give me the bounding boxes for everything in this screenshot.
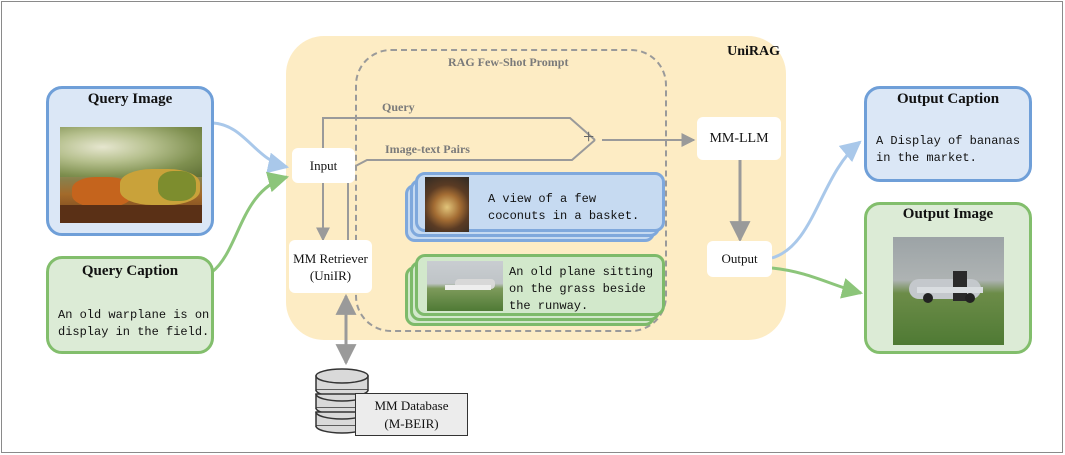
coconut-thumbnail: [425, 177, 469, 232]
rag-prompt-box: [355, 49, 667, 332]
query-caption-line: display in the field.: [58, 325, 210, 339]
database-line: (M-BEIR): [384, 416, 439, 431]
output-image-photo: [893, 237, 1004, 345]
example-card-coconut: A view of a few coconuts in a basket.: [415, 172, 665, 232]
coconut-card-text: A view of a few coconuts in a basket.: [488, 191, 663, 225]
rag-prompt-label: RAG Few-Shot Prompt: [448, 55, 569, 69]
mm-llm-node: MM-LLM: [697, 117, 781, 160]
plane-card-line: An old plane sitting: [509, 265, 654, 279]
output-caption-title: Output Caption: [896, 91, 1000, 107]
output-caption-line: in the market.: [876, 151, 977, 165]
query-image-panel: Query Image: [46, 86, 214, 236]
database-line: MM Database: [374, 398, 449, 413]
output-to-image-arrow: [771, 266, 864, 299]
retriever-line: (UniIR): [309, 267, 352, 283]
retriever-node: MM Retriever (UniIR): [289, 240, 372, 293]
query-caption-line: An old warplane is on: [58, 308, 210, 322]
query-label: Query: [382, 100, 415, 114]
output-caption-text: A Display of bananas in the market.: [876, 133, 1031, 167]
example-card-plane: An old plane sitting on the grass beside…: [415, 254, 665, 316]
pairs-line: [347, 139, 596, 240]
retriever-line: MM Retriever: [293, 250, 368, 266]
plane-card-line: the runway.: [509, 299, 589, 313]
query-image-arrow: [212, 121, 290, 174]
plane-thumbnail: [427, 261, 503, 311]
coconut-card-line: coconuts in a basket.: [488, 209, 640, 223]
query-image-title: Query Image: [87, 91, 173, 107]
output-image-panel: Output Image: [864, 202, 1032, 354]
database-label-box: MM Database (M-BEIR): [355, 393, 468, 436]
query-caption-title: Query Caption: [81, 263, 179, 279]
plane-card-line: on the grass beside: [509, 282, 646, 296]
unirag-title: UniRAG: [727, 44, 780, 59]
query-caption-text: An old warplane is on display in the fie…: [58, 307, 213, 341]
output-caption-line: A Display of bananas: [876, 134, 1021, 148]
output-to-caption-arrow: [771, 140, 862, 260]
query-caption-arrow: [211, 171, 290, 274]
query-image-photo: [60, 127, 202, 223]
coconut-card-line: A view of a few: [488, 192, 597, 206]
query-line: [322, 117, 596, 150]
output-image-title: Output Image: [902, 206, 994, 222]
plane-card-text: An old plane sitting on the grass beside…: [509, 264, 664, 315]
output-caption-panel: Output Caption A Display of bananas in t…: [864, 86, 1032, 182]
output-node: Output: [707, 241, 772, 277]
query-caption-panel: Query Caption An old warplane is on disp…: [46, 256, 214, 354]
plus-sign: +: [583, 126, 595, 148]
input-node: Input: [292, 148, 355, 183]
pairs-label: Image-text Pairs: [385, 142, 470, 156]
